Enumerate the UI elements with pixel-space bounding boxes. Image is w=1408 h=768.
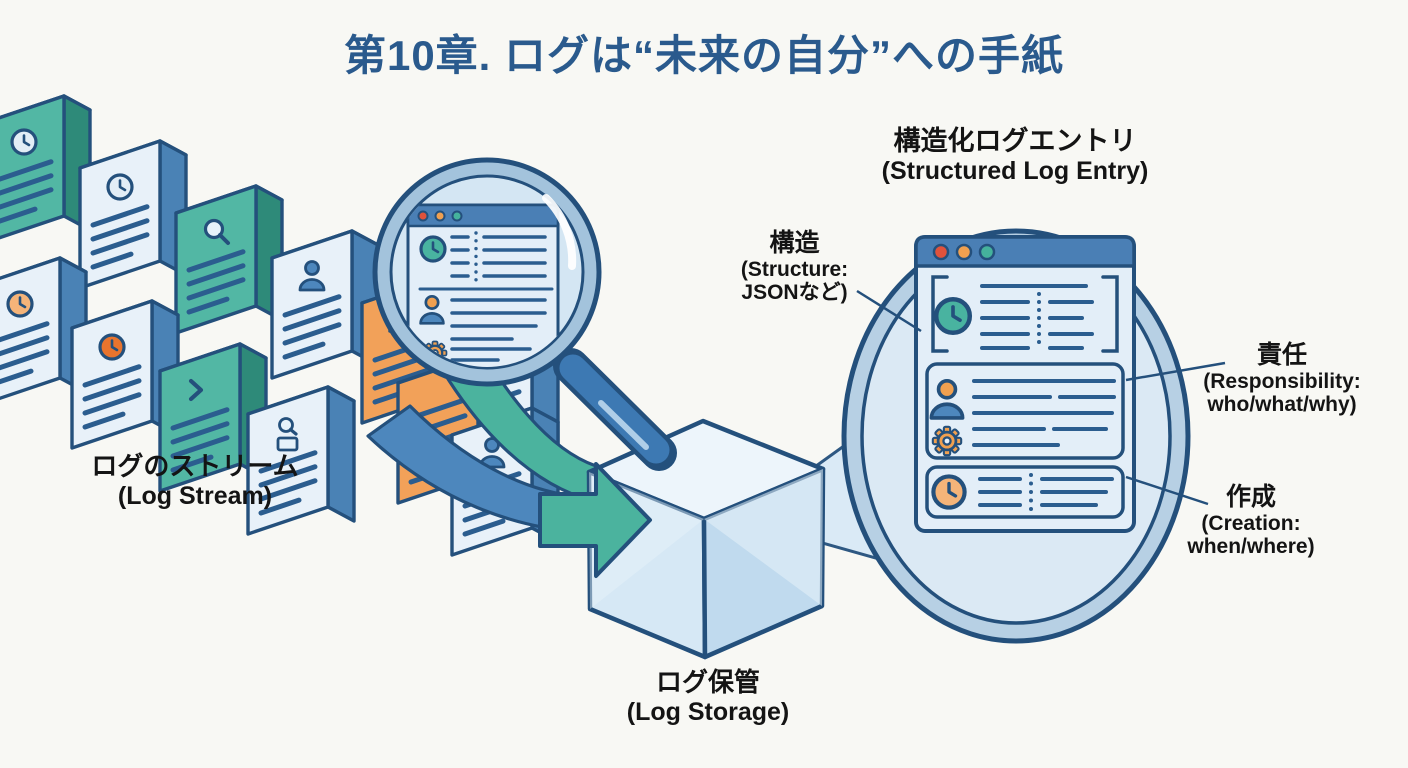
person-icon	[419, 294, 445, 325]
log-card	[0, 256, 88, 401]
window-dot-red	[932, 243, 950, 261]
structure-annotation-en2: JSONなど)	[741, 281, 848, 305]
structure-bracket-left	[931, 275, 949, 353]
person-icon	[298, 260, 326, 292]
structured-entry-label: 構造化ログエントリ (Structured Log Entry)	[845, 126, 1185, 185]
structured-entry-label-jp: 構造化ログエントリ	[893, 126, 1137, 156]
window-titlebar	[406, 203, 560, 228]
responsibility-annotation-en2: who/what/why)	[1207, 393, 1357, 417]
creation-pointer-line	[1125, 475, 1209, 506]
structure-annotation-en1: (Structure:	[740, 257, 849, 281]
structure-bracket-right	[1101, 275, 1119, 353]
window-titlebar	[914, 235, 1136, 268]
log-card	[174, 184, 284, 335]
log-detail-window	[406, 203, 560, 367]
responsibility-section-box	[925, 362, 1125, 460]
gear-icon	[931, 425, 963, 457]
log-storage-label-jp: ログ保管	[655, 667, 760, 697]
window-dot-teal	[451, 210, 463, 222]
magnifier-icon	[203, 218, 230, 245]
structured-entry-label-en: (Structured Log Entry)	[881, 157, 1149, 186]
creation-annotation: 作成 (Creation: when/where)	[1161, 483, 1341, 559]
person-icon	[929, 379, 965, 420]
log-stream-label: ログのストリーム (Log Stream)	[40, 451, 350, 510]
window-dot-red	[417, 210, 429, 222]
creation-annotation-jp: 作成	[1225, 483, 1276, 511]
log-stream-label-jp: ログのストリーム	[91, 451, 299, 481]
creation-annotation-en1: (Creation:	[1201, 511, 1301, 535]
clock-icon	[931, 474, 967, 510]
clock-icon	[98, 333, 126, 361]
log-stream-blocks	[0, 94, 560, 557]
structure-annotation: 構造 (Structure: JSONなど)	[712, 229, 877, 305]
log-card	[270, 229, 380, 380]
log-card	[78, 139, 188, 290]
structure-annotation-jp: 構造	[769, 229, 820, 257]
responsibility-pointer-line	[1125, 361, 1226, 382]
log-storage-label: ログ保管 (Log Storage)	[553, 667, 863, 726]
log-stream-label-en: (Log Stream)	[117, 481, 273, 510]
responsibility-annotation-jp: 責任	[1256, 341, 1307, 369]
log-storage-label-en: (Log Storage)	[626, 697, 790, 726]
magnifier-icon	[372, 157, 677, 471]
creation-annotation-en2: when/where)	[1187, 535, 1315, 559]
creation-section-box	[925, 465, 1125, 519]
structured-log-content	[929, 284, 1116, 511]
clock-icon	[10, 128, 38, 156]
clock-icon	[106, 173, 134, 201]
structure-pointer-line	[856, 289, 922, 333]
log-card	[0, 94, 92, 240]
search-doc-icon	[276, 417, 299, 452]
structured-log-window	[914, 235, 1136, 533]
clock-icon	[419, 235, 447, 263]
lens-highlight	[542, 194, 577, 270]
clock-icon	[933, 296, 973, 336]
log-detail-content	[419, 231, 547, 366]
page-title: 第10章. ログは“未来の自分”への手紙	[343, 32, 1065, 79]
responsibility-annotation-en1: (Responsibility:	[1203, 369, 1361, 393]
ingest-arrow-icon	[538, 462, 652, 578]
window-dot-teal	[978, 243, 996, 261]
window-dot-orange	[955, 243, 973, 261]
terminal-icon	[188, 378, 204, 402]
log-card	[246, 385, 356, 536]
window-dot-orange	[434, 210, 446, 222]
annotation-lines	[856, 289, 1226, 506]
clock-icon	[6, 290, 34, 318]
responsibility-annotation: 責任 (Responsibility: who/what/why)	[1182, 341, 1382, 417]
